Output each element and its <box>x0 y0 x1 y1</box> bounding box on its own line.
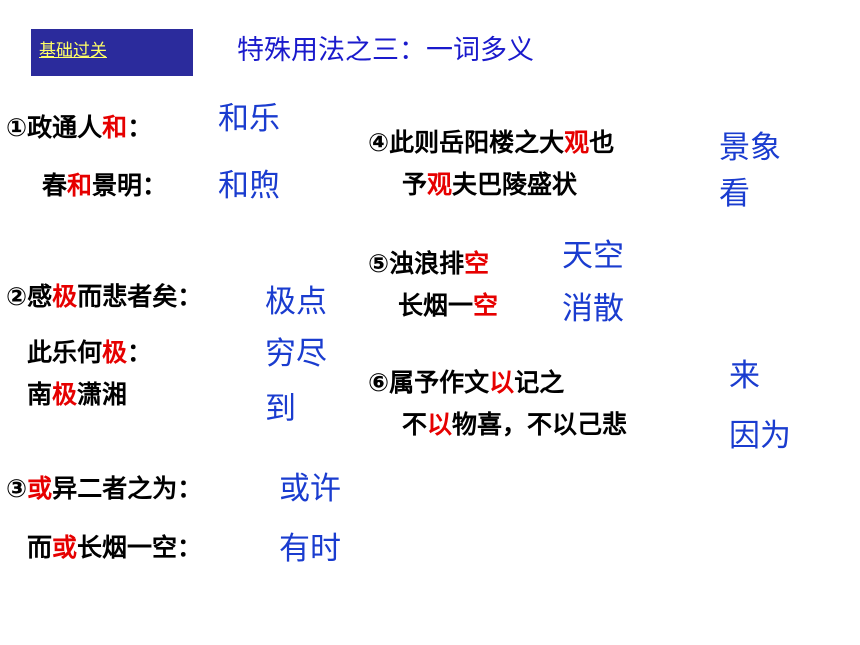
sentence-4a: ④此则岳阳楼之大观也 <box>368 128 615 157</box>
sentence-5a: ⑤浊浪排空 <box>368 249 490 278</box>
sentence-5b: 长烟一空 <box>398 291 499 320</box>
sentence-2c: 南极潇湘 <box>27 380 128 409</box>
answer-4b: 看 <box>719 176 750 212</box>
answer-2b: 穷尽 <box>265 336 327 372</box>
answer-3a: 或许 <box>279 471 341 507</box>
answer-5b: 消散 <box>562 291 624 327</box>
sentence-4b: 予观夫巴陵盛状 <box>402 170 578 199</box>
sentence-3b: 而或长烟一空： <box>27 533 203 562</box>
nav-box[interactable] <box>31 29 193 76</box>
sentence-1b: 春和景明： <box>42 171 168 200</box>
sentence-6b: 不以物喜，不以己悲 <box>402 410 628 439</box>
sentence-6a: ⑥属予作文以记之 <box>368 368 565 397</box>
nav-link-basics[interactable]: 基础过关 <box>39 41 107 61</box>
answer-2c: 到 <box>265 391 296 427</box>
answer-2a: 极点 <box>265 284 327 320</box>
answer-6b: 因为 <box>729 418 791 454</box>
answer-4a: 景象 <box>719 130 781 166</box>
answer-3b: 有时 <box>279 531 341 567</box>
page-title: 特殊用法之三：一词多义 <box>237 35 534 66</box>
answer-1a: 和乐 <box>218 101 280 137</box>
sentence-2a: ②感极而悲者矣： <box>6 282 203 311</box>
sentence-3a: ③或异二者之为： <box>6 474 203 503</box>
sentence-2b: 此乐何极： <box>27 338 153 367</box>
answer-1b: 和煦 <box>218 168 280 204</box>
answer-5a: 天空 <box>562 238 624 274</box>
sentence-1a: ①政通人和： <box>6 113 153 142</box>
answer-6a: 来 <box>729 358 760 394</box>
